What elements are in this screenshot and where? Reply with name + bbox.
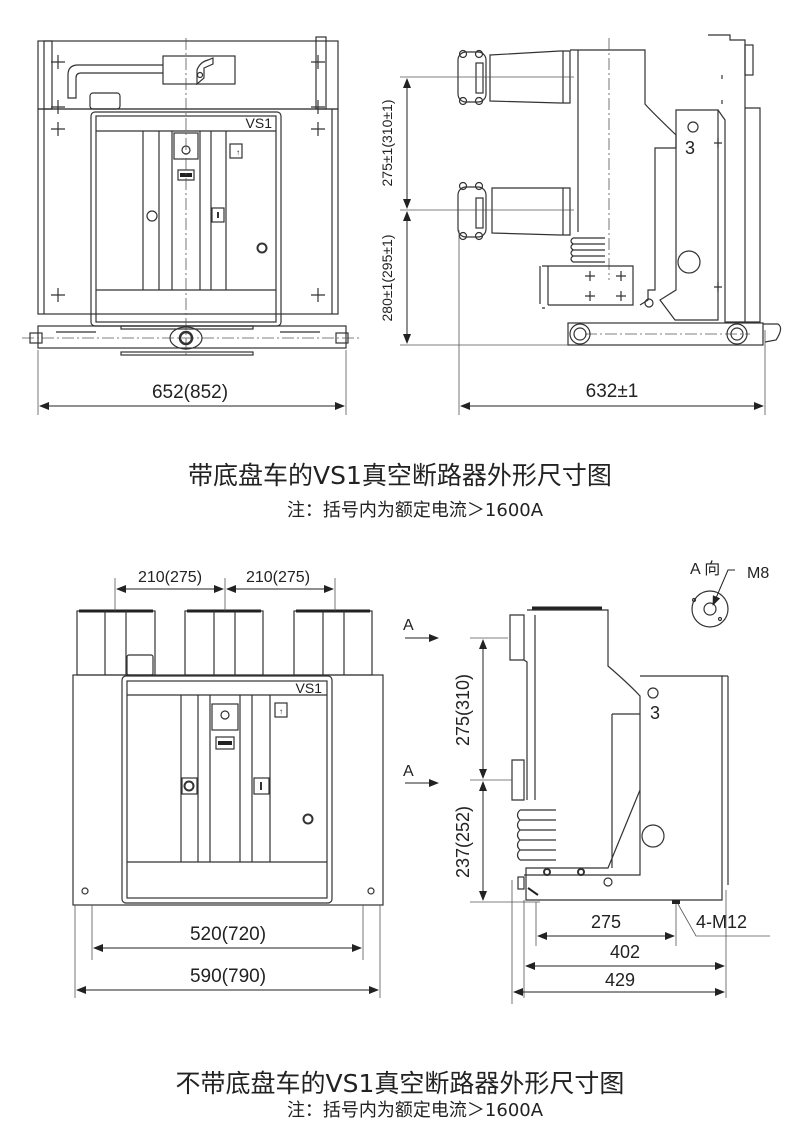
lower-height-dimension: 280±1(295±1) xyxy=(379,235,395,322)
side-view-without-truck: A 向 M8 A A 3 xyxy=(403,560,770,1004)
section2-note: 注：括号内为额定电流＞1600A xyxy=(286,1100,544,1121)
nameplate-label: VS1 xyxy=(246,115,273,131)
arrow-symbol: ↑ xyxy=(236,148,240,157)
arrow-symbol: ↑ xyxy=(279,707,283,716)
section1-note: 注：括号内为额定电流＞1600A xyxy=(286,500,544,521)
pole-pitch-dimension-2: 210(275) xyxy=(246,569,310,586)
upper-height-dimension: 275(310) xyxy=(453,674,473,746)
thread-label: M8 xyxy=(747,565,769,582)
front-view-without-truck: ↑ VS1 210(275) 210(275) 520(720) 590(790… xyxy=(72,569,384,998)
side-view-with-truck: 3 275±1(310±1) 280±1(295±1) 632±1 xyxy=(379,34,782,415)
mount-spacing-dimension: 275 xyxy=(591,912,621,932)
section1-title: 带底盘车的VS1真空断路器外形尺寸图 xyxy=(188,461,612,490)
width-dimension: 652(852) xyxy=(152,382,228,403)
section2-title: 不带底盘车的VS1真空断路器外形尺寸图 xyxy=(175,1069,625,1098)
depth-dimension-1: 402 xyxy=(610,942,640,962)
mount-hole-label: 4-M12 xyxy=(696,912,747,932)
pole-pitch-dimension-1: 210(275) xyxy=(138,569,202,586)
lower-height-dimension: 237(252) xyxy=(453,806,473,878)
depth-dimension-2: 429 xyxy=(605,970,635,990)
phase-label: 3 xyxy=(685,138,695,158)
phase-label: 3 xyxy=(650,703,660,723)
depth-dimension: 632±1 xyxy=(586,381,639,402)
inner-width-dimension: 520(720) xyxy=(190,924,266,945)
view-arrow-label-2: A xyxy=(403,763,414,780)
upper-height-dimension: 275±1(310±1) xyxy=(379,100,395,187)
front-view-with-truck: ↑ VS1 652(852) xyxy=(22,36,360,415)
view-arrow-label-1: A xyxy=(403,617,414,634)
detail-view-label: A 向 xyxy=(690,560,720,578)
outer-width-dimension: 590(790) xyxy=(190,966,266,987)
nameplate-label: VS1 xyxy=(296,680,323,696)
